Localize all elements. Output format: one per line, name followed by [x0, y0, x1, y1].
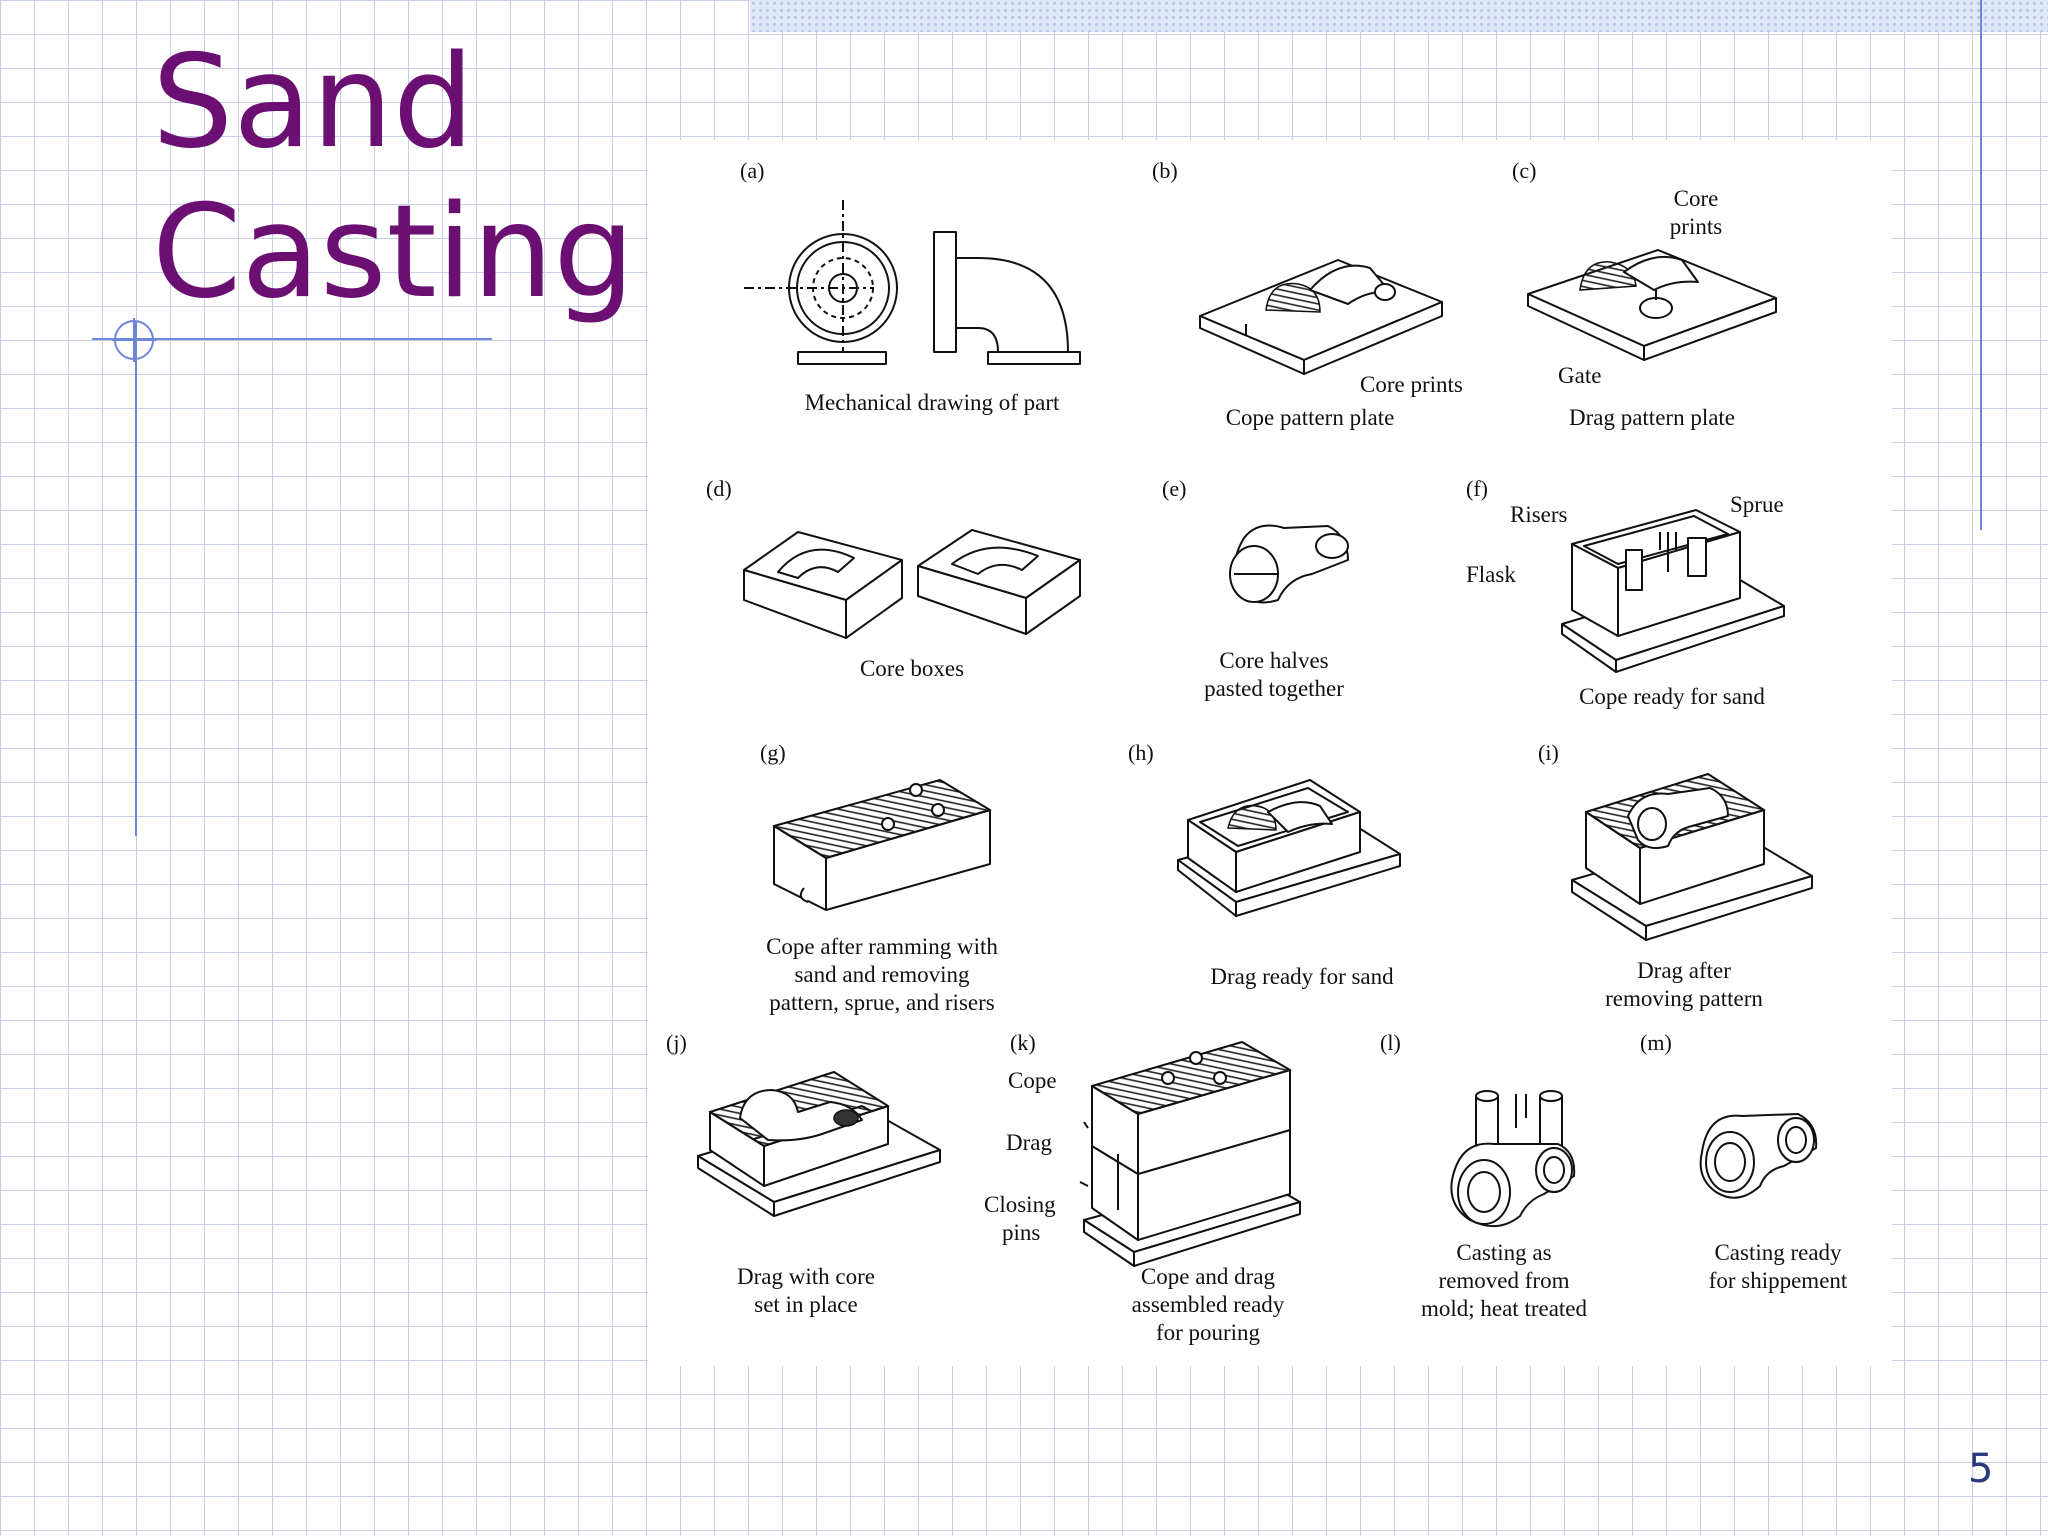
step-c-caption: Drag pattern plate — [1569, 405, 1735, 430]
step-k-label-cope: Cope — [1008, 1068, 1057, 1093]
step-k-caption-line1: Cope and drag — [1141, 1264, 1276, 1289]
step-i: (i) Drag after removing pattern — [1538, 740, 1813, 1011]
step-l: (l) Casting as removed from mold; heat t… — [1380, 1030, 1588, 1321]
step-c: (c) Core prints Gate Drag pattern plate — [1512, 158, 1777, 430]
crosshair-ornament — [112, 318, 156, 362]
step-f: (f) Risers Sprue Flask Cope ready for sa… — [1466, 476, 1785, 709]
step-g-caption-line2: sand and removing — [794, 962, 970, 987]
slide-page-number: 5 — [1968, 1446, 1994, 1492]
step-e: (e) Core halves pasted together — [1162, 476, 1349, 701]
step-m: (m) Casting ready for shippement — [1640, 1030, 1848, 1293]
rammed-cope-drawing — [772, 779, 992, 911]
step-f-tag: (f) — [1466, 476, 1488, 501]
drag-pattern-plate-drawing — [1527, 249, 1777, 361]
step-k-label-closing: Closing — [984, 1192, 1056, 1217]
title-line-1: Sand — [152, 28, 475, 177]
sand-casting-process-figure: (a) Mechanical drawing of part (b) Core — [648, 140, 1892, 1366]
step-f-label-risers: Risers — [1510, 502, 1568, 527]
step-g: (g) Cope after ramming with sand and rem… — [760, 740, 998, 1015]
step-m-caption-line2: for shippement — [1709, 1268, 1848, 1293]
step-k-label-pins: pins — [1002, 1220, 1040, 1245]
pasted-core-drawing — [1229, 524, 1349, 604]
step-f-label-sprue: Sprue — [1730, 492, 1784, 517]
assembled-mold-drawing — [1079, 1041, 1301, 1267]
step-l-caption-line1: Casting as — [1456, 1240, 1551, 1265]
step-l-caption-line3: mold; heat treated — [1421, 1296, 1588, 1321]
cope-pattern-plate-drawing — [1199, 259, 1443, 375]
step-i-caption-line2: removing pattern — [1605, 986, 1763, 1011]
part-drawing — [744, 200, 1081, 365]
left-vertical-rule — [135, 322, 137, 836]
step-b-label-core-prints: Core prints — [1360, 372, 1463, 397]
step-i-tag: (i) — [1538, 740, 1559, 765]
step-f-label-flask: Flask — [1466, 562, 1516, 587]
step-e-caption-line2: pasted together — [1204, 676, 1344, 701]
step-l-caption-line2: removed from — [1439, 1268, 1570, 1293]
slide-title: Sand Casting — [152, 28, 635, 328]
step-j-caption-line2: set in place — [754, 1292, 857, 1317]
step-m-tag: (m) — [1640, 1030, 1672, 1055]
step-d-caption: Core boxes — [860, 656, 964, 681]
step-d-tag: (d) — [706, 476, 732, 501]
step-c-label-prints: prints — [1670, 214, 1722, 239]
step-e-tag: (e) — [1162, 476, 1186, 501]
step-k-tag: (k) — [1010, 1030, 1036, 1055]
drag-with-core-drawing — [697, 1071, 941, 1217]
drag-flask-drawing — [1177, 779, 1401, 917]
core-boxes-drawing — [743, 529, 1081, 639]
step-h-tag: (h) — [1128, 740, 1154, 765]
step-g-caption-line1: Cope after ramming with — [766, 934, 998, 959]
finished-casting-drawing — [1699, 1113, 1818, 1199]
step-k-label-drag: Drag — [1006, 1130, 1052, 1155]
process-diagram: (a) Mechanical drawing of part (b) Core — [666, 158, 1848, 1345]
step-a-tag: (a) — [740, 158, 764, 183]
step-c-label-gate: Gate — [1558, 363, 1601, 388]
step-h: (h) Drag ready for sand — [1128, 740, 1401, 989]
step-m-caption-line1: Casting ready — [1714, 1240, 1842, 1265]
top-decorative-band — [750, 0, 2048, 32]
step-j-tag: (j) — [666, 1030, 687, 1055]
step-g-tag: (g) — [760, 740, 786, 765]
step-e-caption-line1: Core halves — [1219, 648, 1328, 673]
step-g-caption-line3: pattern, sprue, and risers — [769, 990, 995, 1015]
title-underline-rule — [92, 338, 492, 340]
step-d: (d) Core boxes — [706, 476, 1081, 681]
drag-removed-pattern-drawing — [1571, 773, 1813, 941]
step-b-tag: (b) — [1152, 158, 1178, 183]
step-b: (b) Core prints Cope pattern plate — [1152, 158, 1463, 430]
title-line-2: Casting — [152, 178, 635, 327]
right-vertical-rule — [1980, 0, 1982, 530]
step-a-caption: Mechanical drawing of part — [805, 390, 1060, 415]
step-k-caption-line3: for pouring — [1156, 1320, 1261, 1345]
step-k: (k) Cope Drag Closing pins Cope and drag… — [984, 1030, 1301, 1345]
step-j-caption-line1: Drag with core — [737, 1264, 875, 1289]
step-h-caption: Drag ready for sand — [1210, 964, 1394, 989]
step-k-caption-line2: assembled ready — [1132, 1292, 1285, 1317]
cope-flask-drawing — [1561, 509, 1785, 673]
step-i-caption-line1: Drag after — [1637, 958, 1731, 983]
step-j: (j) Drag with core set in place — [666, 1030, 941, 1317]
step-l-tag: (l) — [1380, 1030, 1401, 1055]
step-c-tag: (c) — [1512, 158, 1536, 183]
step-b-caption: Cope pattern plate — [1226, 405, 1395, 430]
step-a: (a) Mechanical drawing of part — [740, 158, 1081, 415]
step-f-caption: Cope ready for sand — [1579, 684, 1765, 709]
step-c-label-core: Core — [1674, 186, 1719, 211]
raw-casting-drawing — [1450, 1090, 1576, 1227]
